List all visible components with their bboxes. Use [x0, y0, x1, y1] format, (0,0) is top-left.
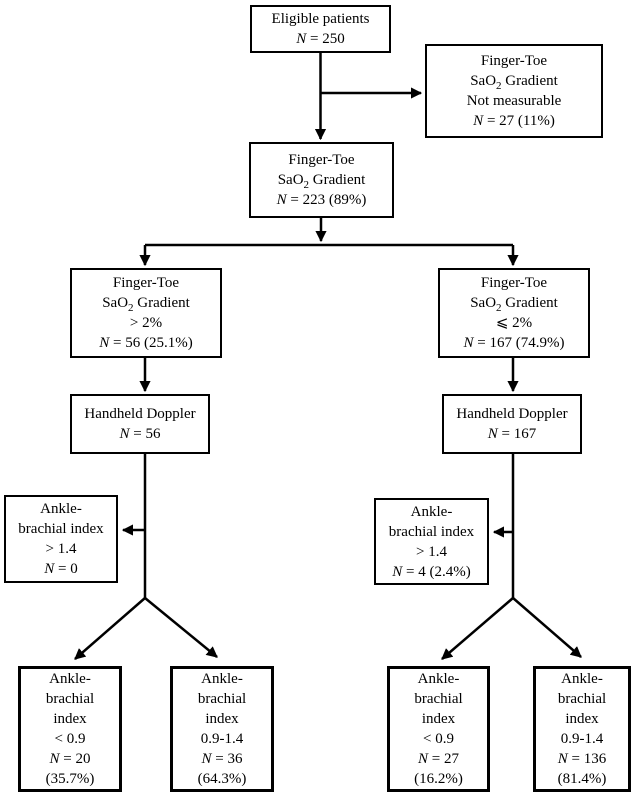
- box-text: > 1.4: [45, 541, 77, 557]
- box-text: Ankle-: [561, 671, 603, 687]
- box-n-value: N = 136: [557, 751, 607, 767]
- diag-left-b: [144, 597, 218, 658]
- box-text: brachial: [197, 691, 247, 707]
- box-text: SaO2 Gradient: [102, 295, 190, 314]
- box-percent: (35.7%): [45, 771, 95, 787]
- box-doppler-right: Handheld Doppler N = 167: [442, 394, 582, 454]
- box-n-value: N = 4 (2.4%): [392, 563, 471, 580]
- box-n-value: N = 56: [119, 426, 161, 442]
- box-doppler-left: Handheld Doppler N = 56: [70, 394, 210, 454]
- box-text: brachial: [45, 691, 95, 707]
- box-text: Ankle-: [417, 671, 460, 687]
- box-abi-low-left: Ankle- brachial index < 0.9 N = 20 (35.7…: [18, 666, 122, 792]
- box-eligible-patients: Eligible patients N = 250: [250, 5, 391, 53]
- box-n-value: N = 27 (11%): [473, 113, 555, 129]
- diag-right-b: [512, 597, 582, 658]
- box-text: SaO2 Gradient: [470, 73, 558, 92]
- box-text: Ankle-: [201, 671, 243, 687]
- box-text: Ankle-: [49, 671, 91, 687]
- box-percent: (81.4%): [557, 771, 607, 787]
- box-text: > 1.4: [416, 543, 447, 560]
- box-text: brachial: [557, 691, 607, 707]
- box-text: < 0.9: [54, 731, 86, 747]
- box-text: < 0.9: [423, 731, 454, 747]
- box-abi-mid-left: Ankle- brachial index 0.9-1.4 N = 36 (64…: [170, 666, 274, 792]
- box-gradient-all: Finger-Toe SaO2 Gradient N = 223 (89%): [249, 142, 394, 218]
- box-text: Not measurable: [466, 93, 562, 109]
- box-text: SaO2 Gradient: [470, 295, 558, 314]
- diag-right-a: [441, 597, 514, 660]
- box-text: 0.9-1.4: [200, 731, 244, 747]
- box-percent: (16.2%): [414, 771, 463, 787]
- box-text: index: [53, 711, 87, 727]
- box-n-value: N = 27: [418, 751, 459, 767]
- box-n-value: N = 56 (25.1%): [99, 335, 193, 351]
- box-text: brachial: [414, 691, 463, 707]
- box-text: Ankle-: [410, 503, 453, 520]
- box-text: Finger-Toe: [288, 152, 355, 168]
- box-abi-high-left: Ankle- brachial index > 1.4 N = 0: [4, 495, 118, 583]
- box-text: Finger-Toe: [480, 53, 548, 69]
- box-text: Finger-Toe: [112, 275, 180, 291]
- box-text: 0.9-1.4: [560, 731, 604, 747]
- box-n-value: N = 20: [49, 751, 91, 767]
- box-gradient-not-measurable: Finger-Toe SaO2 Gradient Not measurable …: [425, 44, 603, 138]
- box-abi-mid-right: Ankle- brachial index 0.9-1.4 N = 136 (8…: [533, 666, 631, 792]
- box-text: brachial index: [388, 523, 475, 540]
- box-text: Eligible patients: [271, 11, 370, 27]
- diag-left-a: [74, 597, 146, 660]
- box-abi-low-right: Ankle- brachial index < 0.9 N = 27 (16.2…: [387, 666, 490, 792]
- box-text: SaO2 Gradient: [277, 172, 366, 191]
- box-text: Handheld Doppler: [84, 406, 196, 422]
- box-text: > 2%: [129, 315, 163, 331]
- box-n-value: N = 167 (74.9%): [463, 335, 565, 351]
- box-text: Handheld Doppler: [456, 406, 568, 422]
- box-n-value: N = 250: [296, 31, 345, 47]
- box-abi-high-right: Ankle- brachial index > 1.4 N = 4 (2.4%): [374, 498, 489, 585]
- box-n-value: N = 0: [44, 561, 78, 577]
- box-text: index: [205, 711, 239, 727]
- box-n-value: N = 223 (89%): [276, 192, 367, 208]
- box-n-value: N = 167: [487, 426, 537, 442]
- box-text: Finger-Toe: [480, 275, 548, 291]
- box-gradient-gt2: Finger-Toe SaO2 Gradient > 2% N = 56 (25…: [70, 268, 222, 358]
- box-n-value: N = 36: [201, 751, 243, 767]
- box-text: ⩽ 2%: [495, 315, 533, 331]
- box-gradient-le2: Finger-Toe SaO2 Gradient ⩽ 2% N = 167 (7…: [438, 268, 590, 358]
- box-percent: (64.3%): [197, 771, 247, 787]
- box-text: Ankle-: [40, 501, 82, 517]
- box-text: index: [421, 711, 456, 727]
- box-text: index: [565, 711, 599, 727]
- box-text: brachial index: [18, 521, 104, 537]
